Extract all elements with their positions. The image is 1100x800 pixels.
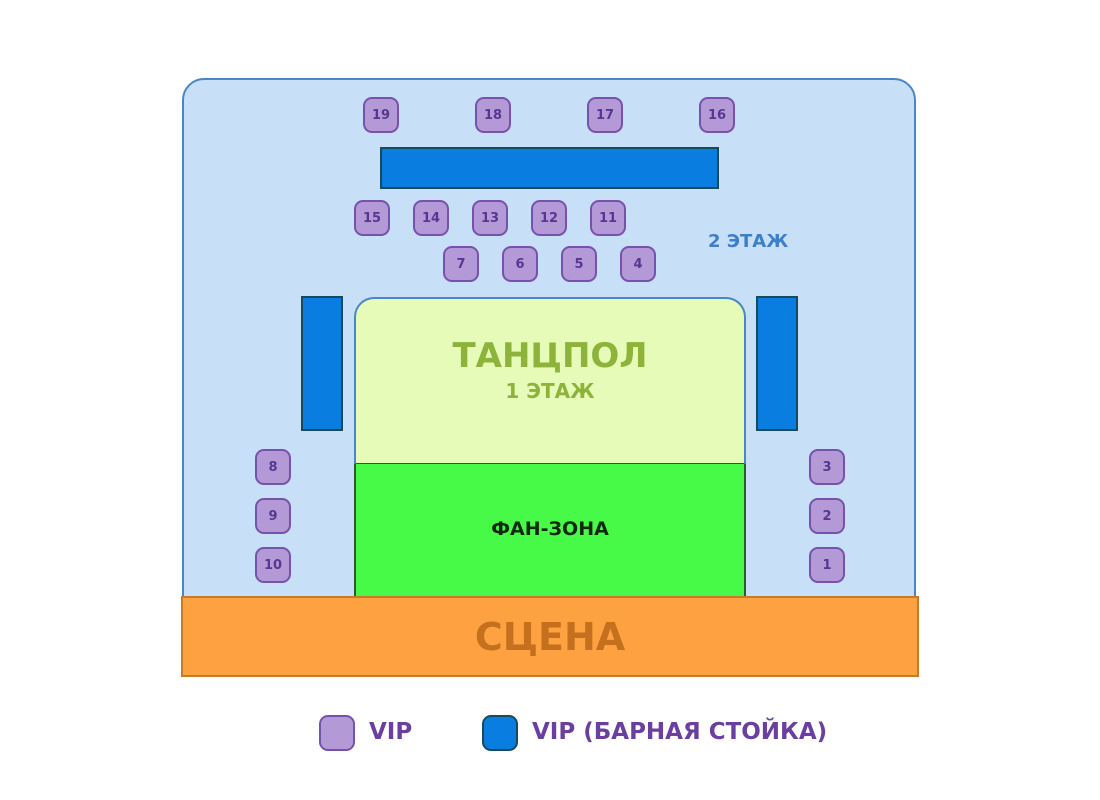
vip-table-16[interactable]: 16 [699,97,735,133]
fan-zone[interactable]: ФАН-ЗОНА [354,464,746,598]
vip-table-10[interactable]: 10 [255,547,291,583]
bar-counter-top[interactable] [380,147,719,189]
stage-label: СЦЕНА [474,614,626,659]
vip-table-9[interactable]: 9 [255,498,291,534]
bar-counter-left[interactable] [301,296,343,431]
legend-bar-swatch [482,715,518,751]
vip-table-2[interactable]: 2 [809,498,845,534]
vip-table-8[interactable]: 8 [255,449,291,485]
vip-table-18[interactable]: 18 [475,97,511,133]
stage: СЦЕНА [181,596,919,677]
dancefloor-zone[interactable]: ТАНЦПОЛ 1 ЭТАЖ [354,297,746,465]
vip-table-11[interactable]: 11 [590,200,626,236]
vip-table-13[interactable]: 13 [472,200,508,236]
vip-table-12[interactable]: 12 [531,200,567,236]
vip-table-17[interactable]: 17 [587,97,623,133]
bar-counter-right[interactable] [756,296,798,431]
dancefloor-title: ТАНЦПОЛ [452,336,648,376]
legend-vip-swatch [319,715,355,751]
vip-table-4[interactable]: 4 [620,246,656,282]
vip-table-19[interactable]: 19 [363,97,399,133]
vip-table-14[interactable]: 14 [413,200,449,236]
vip-table-3[interactable]: 3 [809,449,845,485]
legend-vip-label: VIP [369,719,413,745]
vip-table-15[interactable]: 15 [354,200,390,236]
legend-bar-label: VIP (БАРНАЯ СТОЙКА) [532,719,828,745]
fan-zone-label: ФАН-ЗОНА [491,518,609,540]
vip-table-1[interactable]: 1 [809,547,845,583]
second-floor-label: 2 ЭТАЖ [708,231,789,252]
vip-table-5[interactable]: 5 [561,246,597,282]
vip-table-7[interactable]: 7 [443,246,479,282]
dancefloor-subtitle: 1 ЭТАЖ [505,379,595,403]
vip-table-6[interactable]: 6 [502,246,538,282]
